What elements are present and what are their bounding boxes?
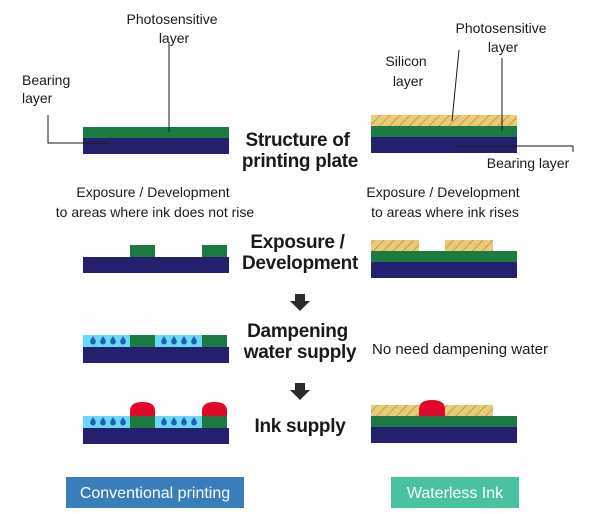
conventional-printing-label: Conventional printing [80,485,230,502]
water-layer [155,335,202,347]
bearing-leader-left [47,115,110,144]
photo-label-left: Photosensitive layer [127,11,222,46]
silicon-segment [445,240,493,251]
down-arrow-icon [290,383,310,400]
conventional-printing-badge: Conventional printing [66,477,244,508]
waterless-plate-inked [371,400,517,443]
waterless-plate-exposed [371,240,517,278]
image-area [130,416,155,428]
bearing-layer [371,137,517,153]
waterless-ink-badge: Waterless Ink [391,477,519,508]
water-layer [83,416,130,428]
image-area [202,245,227,257]
conventional-plate-inked [83,402,229,444]
bearing-layer [83,347,229,363]
silicon-segment [371,405,419,416]
photosensitive-layer [371,251,517,262]
ink-dot [419,400,445,416]
silicon-layer [371,115,517,126]
bearing-layer [83,428,229,444]
image-area [130,245,155,257]
conventional-plate-exposed [83,245,229,273]
no-dampening-note: No need dampening water [372,341,548,358]
ink-supply-title: Ink supply [255,416,347,437]
conventional-plate-dampened [83,335,229,363]
dampening-title: Dampening water supply [243,321,357,363]
water-layer [155,416,202,428]
waterless-ink-label: Waterless Ink [407,485,504,502]
bearing-layer [371,262,517,278]
bearing-leader-right [457,145,574,152]
water-layer [83,335,130,347]
bearing-layer [83,257,229,273]
silicon-leader [451,49,460,122]
structure-title: Structure of printing plate [242,130,358,172]
silicon-segment [371,240,419,251]
image-area [202,416,227,428]
conventional-plate-structure [83,127,229,154]
exposure-caption-left: Exposure / Development to areas where in… [56,184,255,220]
photosensitive-layer [83,127,229,138]
image-area [202,335,227,347]
bearing-label-right: Bearing layer [487,155,570,171]
photo-label-right: Photosensitive layer [456,20,551,55]
bearing-layer [83,138,229,154]
exposure-title: Exposure / Development [242,232,359,274]
bearing-layer [371,427,517,443]
photosensitive-layer [371,416,517,427]
exposure-caption-right: Exposure / Development to areas where in… [366,184,523,220]
silicon-label: Silicon layer [385,53,430,89]
photosensitive-layer [371,126,517,137]
silicon-segment [445,405,493,416]
bearing-label-left: Bearing layer [22,72,74,106]
image-area [130,335,155,347]
down-arrow-icon [290,294,310,311]
ink-dot [202,402,227,416]
ink-dot [130,402,155,416]
waterless-plate-structure [371,115,517,153]
